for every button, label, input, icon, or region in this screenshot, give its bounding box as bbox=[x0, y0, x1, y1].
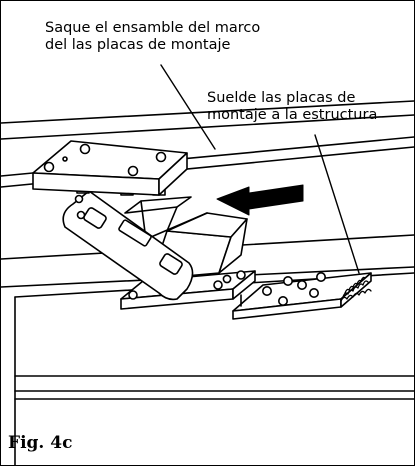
callout-leader-2 bbox=[314, 134, 360, 274]
callout-weld-plates: Suelde las placas de montaje a la estruc… bbox=[207, 90, 377, 124]
arrow-left-icon bbox=[216, 184, 304, 216]
callout-remove-assembly-line-1: Saque el ensamble del marco bbox=[45, 20, 261, 36]
callout-leader-1 bbox=[160, 64, 216, 150]
figure-label: Fig. 4c bbox=[8, 433, 73, 453]
callout-remove-assembly-line-2: del las placas de montaje bbox=[45, 37, 231, 53]
callout-weld-plates-line-1: Suelde las placas de bbox=[207, 90, 356, 106]
callout-remove-assembly: Saque el ensamble del marco del las plac… bbox=[45, 20, 260, 54]
weld-bead bbox=[340, 276, 372, 302]
welded-mounting-plate bbox=[232, 271, 372, 320]
top-mounting-plate bbox=[32, 140, 188, 196]
callout-weld-plates-line-2: montaje a la estructura bbox=[207, 107, 378, 123]
slotted-link-arm bbox=[62, 182, 194, 301]
